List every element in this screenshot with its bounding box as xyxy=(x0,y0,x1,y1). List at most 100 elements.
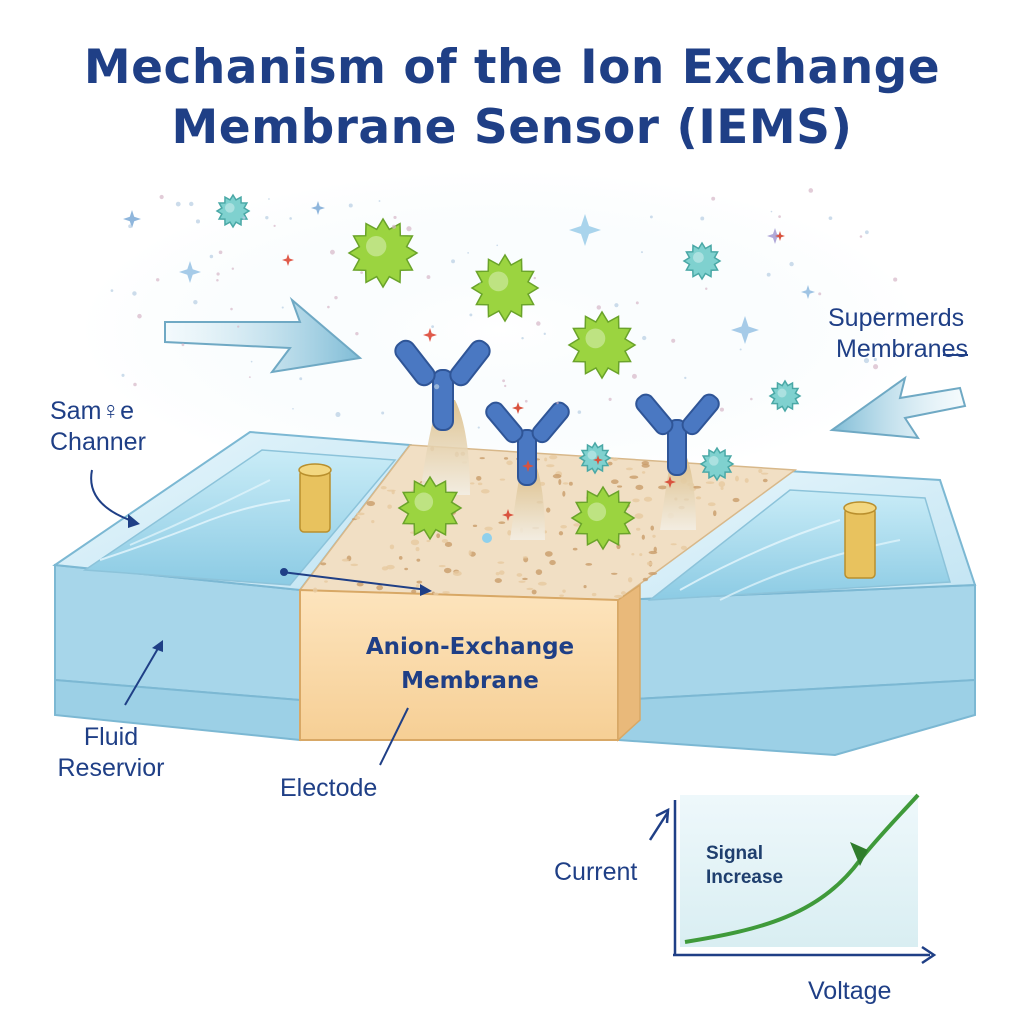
sparkle xyxy=(123,210,141,228)
pore-dot xyxy=(503,457,509,460)
pore-dot xyxy=(356,582,364,587)
dust-dot xyxy=(536,321,541,326)
dust-dot xyxy=(631,373,637,379)
sample-channel-line-1: Sam♀e xyxy=(50,397,135,425)
fluid-reservoir-line-2: Reservior xyxy=(57,754,165,782)
pore-dot xyxy=(650,525,655,531)
dust-dot xyxy=(189,201,194,207)
sparkle xyxy=(179,261,201,283)
diagram-title: Mechanism of the Ion Exchange Membrane S… xyxy=(0,38,1024,158)
electrode-leader xyxy=(379,707,409,766)
pore-dot xyxy=(558,479,562,485)
dust-dot xyxy=(477,426,480,429)
dust-dot xyxy=(596,305,602,310)
dust-dot xyxy=(299,377,303,381)
pore-dot xyxy=(476,475,482,481)
pore-dot xyxy=(735,475,739,482)
pore-dot xyxy=(617,485,623,488)
signal-curve xyxy=(684,793,920,944)
dust-dot xyxy=(250,360,253,363)
sample-channel-leader xyxy=(90,469,136,523)
dust-dot xyxy=(378,200,381,202)
pore-dot xyxy=(526,587,534,591)
pore-dot xyxy=(411,589,417,594)
pore-dot xyxy=(438,564,446,568)
pore-dot xyxy=(613,594,623,598)
pore-dot xyxy=(354,515,361,520)
dust-dot xyxy=(406,226,412,232)
iv-graph xyxy=(648,793,937,965)
dust-dot xyxy=(864,230,869,235)
pore-dot xyxy=(371,520,375,524)
dust-dot xyxy=(533,276,536,280)
pore-dot xyxy=(646,561,653,566)
dust-dot xyxy=(873,357,877,362)
ion-particle xyxy=(215,193,251,229)
dust-dot xyxy=(193,299,198,305)
fluid-reservoir-line-1: Fluid xyxy=(83,723,139,751)
dust-dot xyxy=(289,217,292,220)
signal-increase-label: Signal Increase xyxy=(706,842,783,890)
pore-dot xyxy=(670,543,677,546)
pore-dot xyxy=(498,521,506,524)
pore-dot xyxy=(612,457,619,461)
dust-dot xyxy=(863,358,870,364)
pore-dot xyxy=(627,577,633,583)
marker-particle xyxy=(423,328,437,342)
dust-dot xyxy=(335,412,341,418)
pore-dot xyxy=(692,485,702,489)
dust-dot xyxy=(467,252,469,254)
pore-dot xyxy=(537,581,547,586)
dust-dot xyxy=(355,331,359,336)
dust-dot xyxy=(614,303,619,308)
pore-dot xyxy=(568,481,573,486)
marker-particle xyxy=(282,254,294,266)
dust-dot xyxy=(893,277,898,282)
pore-dot xyxy=(442,591,450,594)
pore-dot xyxy=(398,555,403,560)
pore-dot xyxy=(610,572,618,575)
left-flow-arrow xyxy=(164,296,363,374)
sparkle xyxy=(801,285,815,299)
pore-dot xyxy=(506,460,513,466)
dust-dot xyxy=(818,292,822,296)
pore-dot xyxy=(546,507,551,513)
dust-dot xyxy=(175,201,181,207)
pore-dot xyxy=(653,546,657,553)
pore-dot xyxy=(416,580,423,584)
ion-particle xyxy=(768,379,802,413)
pore-dot xyxy=(436,533,441,539)
supermembranes-line-2: Membranes xyxy=(836,335,968,363)
pore-dot xyxy=(713,510,717,517)
pore-dot xyxy=(591,592,597,597)
pore-dot xyxy=(718,481,726,488)
right-flow-arrow xyxy=(829,375,967,440)
pore-dot xyxy=(470,482,475,485)
pore-dot xyxy=(499,478,506,481)
pore-dot xyxy=(477,482,483,486)
dust-dot xyxy=(110,289,114,292)
pore-dot xyxy=(416,558,421,562)
dust-dot xyxy=(348,203,353,208)
sample-channel-line-2: Channer xyxy=(50,428,146,456)
pore-dot xyxy=(732,497,740,503)
antigen-particle xyxy=(347,217,419,289)
electrode-label: Electode xyxy=(280,774,378,802)
dust-dot xyxy=(218,250,223,255)
pore-dot xyxy=(499,570,505,575)
pore-dot xyxy=(610,479,619,485)
sparkle xyxy=(569,214,601,246)
pore-dot xyxy=(320,562,327,566)
pore-dot xyxy=(643,496,653,502)
dust-dot xyxy=(195,219,201,224)
dust-dot xyxy=(281,306,284,309)
ion-particle xyxy=(578,441,612,475)
graph-x-label: Voltage xyxy=(808,977,892,1005)
dust-dot xyxy=(766,272,771,277)
sparkle xyxy=(731,316,759,344)
pore-dot xyxy=(705,481,715,485)
pore-dot xyxy=(549,454,558,460)
pore-dot xyxy=(636,527,641,531)
pore-dot xyxy=(484,526,493,531)
pore-dot xyxy=(562,482,569,485)
